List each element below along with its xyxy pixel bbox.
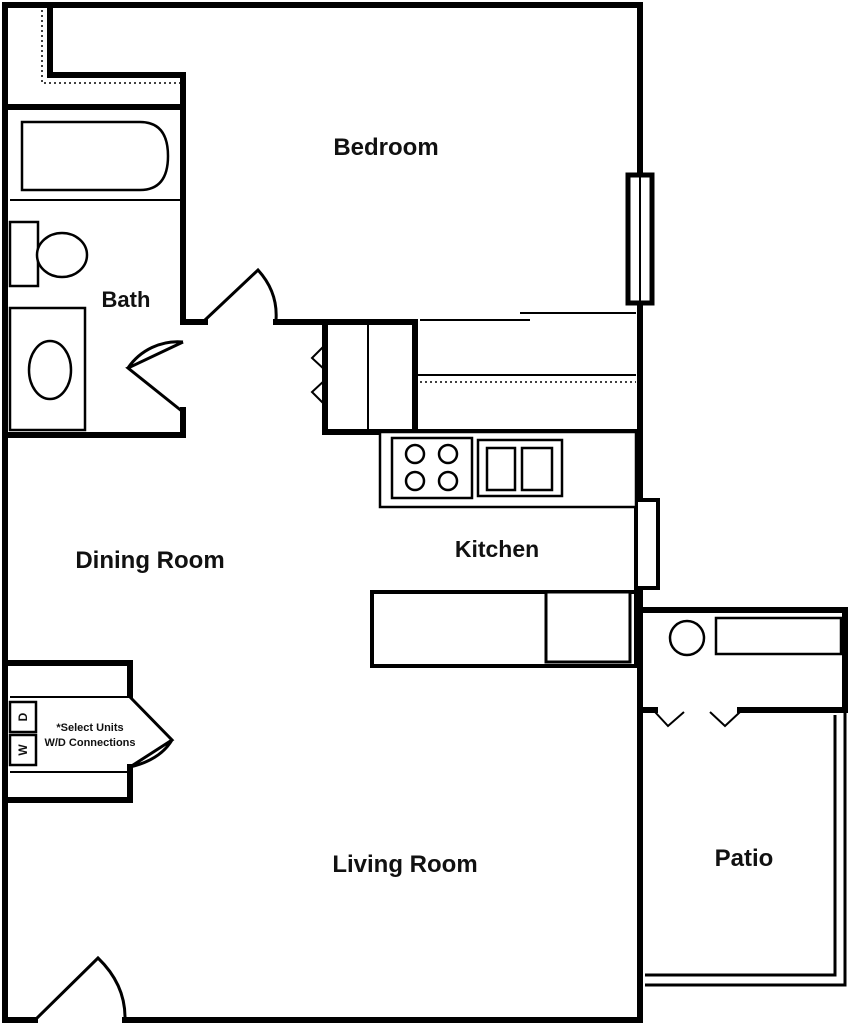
label-dining-room: Dining Room	[75, 547, 224, 574]
label-bath: Bath	[102, 287, 151, 312]
washer-label: W	[16, 744, 30, 756]
vanity-sink	[8, 306, 87, 432]
laundry-note-line2: W/D Connections	[44, 737, 135, 749]
label-patio: Patio	[715, 845, 774, 872]
kitchen-counter	[378, 430, 638, 509]
patio-storage	[637, 607, 848, 728]
bedroom-window	[625, 172, 655, 306]
closet-walls	[273, 312, 643, 435]
bath-walls	[2, 2, 208, 438]
patio-outline	[641, 712, 847, 987]
laundry-closet	[2, 660, 175, 803]
label-living-room: Living Room	[332, 851, 477, 878]
entry-door	[33, 955, 127, 1022]
bath-door	[125, 340, 184, 414]
laundry-note-line1: *Select Units	[56, 722, 123, 734]
exterior-walls	[2, 2, 643, 1023]
label-kitchen: Kitchen	[455, 536, 539, 562]
kitchen-window	[634, 498, 660, 590]
bathtub	[20, 120, 170, 192]
washer: W	[8, 733, 38, 767]
kitchen-island	[370, 590, 638, 668]
label-bedroom: Bedroom	[333, 134, 438, 161]
bedroom-door	[203, 267, 278, 322]
dryer-label: D	[16, 712, 30, 721]
dryer: D	[8, 700, 38, 734]
toilet	[8, 220, 89, 288]
